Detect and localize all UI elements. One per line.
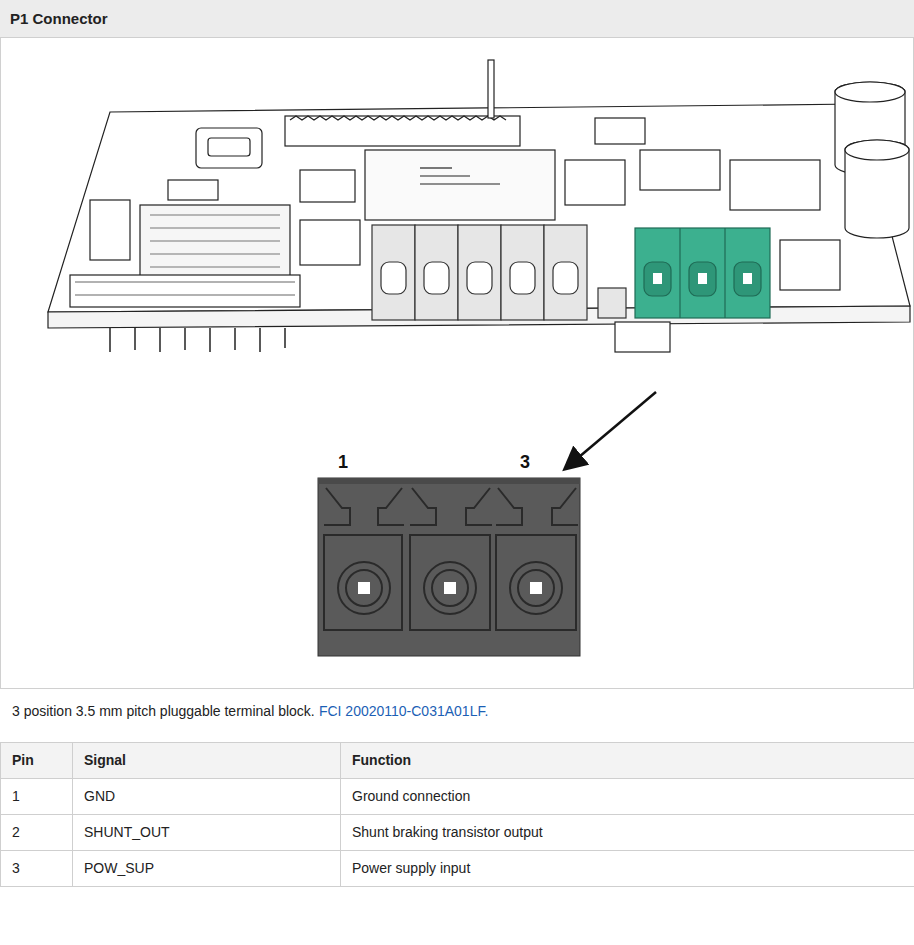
table-cell: POW_SUP xyxy=(73,851,341,887)
table-cell: Shunt braking transistor output xyxy=(341,815,914,851)
pin-table: PinSignalFunction1GNDGround connection2S… xyxy=(0,742,914,887)
part-link: FCI 20020110-C031A01LF. xyxy=(319,703,488,719)
table-header-cell: Function xyxy=(341,743,914,779)
table-cell: 2 xyxy=(1,815,73,851)
table-header-cell: Signal xyxy=(73,743,341,779)
table-header-cell: Pin xyxy=(1,743,73,779)
table-cell: Ground connection xyxy=(341,779,914,815)
table-cell: 1 xyxy=(1,779,73,815)
zoomed-connector xyxy=(318,478,580,656)
table-cell: Power supply input xyxy=(341,851,914,887)
panel-frame xyxy=(1,1,914,689)
section-title: P1 Connector xyxy=(10,10,108,27)
p1-terminal-block xyxy=(635,228,770,318)
table-cell: GND xyxy=(73,779,341,815)
pin-number: 3 xyxy=(520,452,530,473)
pin-number: 1 xyxy=(338,452,348,473)
grey-terminals xyxy=(372,225,626,320)
table-cell: SHUNT_OUT xyxy=(73,815,341,851)
caption-row: 3 position 3.5 mm pitch pluggable termin… xyxy=(12,703,902,719)
board xyxy=(48,60,910,352)
caption-text: 3 position 3.5 mm pitch pluggable termin… xyxy=(12,703,315,719)
header-band: P1 Connector xyxy=(0,0,914,38)
zoom-arrow xyxy=(566,392,656,468)
table-cell: 3 xyxy=(1,851,73,887)
